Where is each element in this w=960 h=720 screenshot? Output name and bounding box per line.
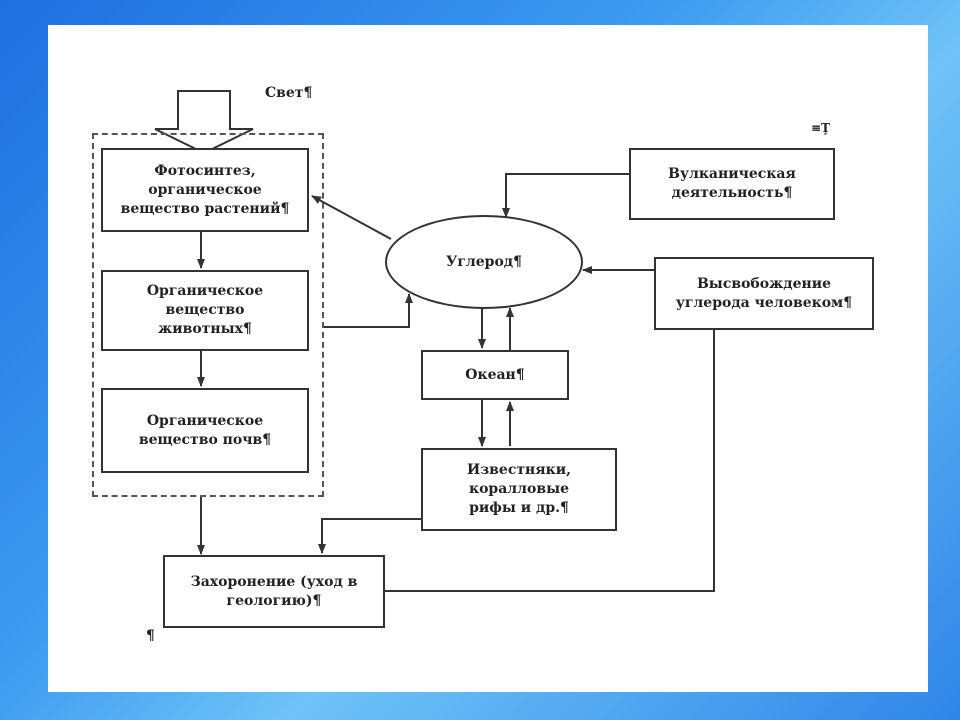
node-human-carbon-release: Высвобождение углерода человеком¶: [654, 257, 874, 330]
node-soil-organic-matter: Органическое вещество почв¶: [101, 388, 309, 473]
node-carbon: Углерод¶: [385, 215, 583, 309]
node-volcanic-activity: Вулканическая деятельность¶: [629, 148, 835, 220]
slide: Свет¶ ≡Ţ ¶ Фотосинтез, органическое веще…: [48, 25, 928, 692]
node-human-carbon-release-label: Высвобождение углерода человеком¶: [675, 275, 853, 311]
node-ocean-label: Океан¶: [465, 366, 525, 383]
node-animal-organic-matter-label: Органическое вещество животных¶: [146, 283, 264, 337]
node-soil-organic-matter-label: Органическое вещество почв¶: [138, 412, 272, 448]
arrow-limestone-to-burial: [318, 518, 421, 554]
node-carbon-label: Углерод¶: [445, 254, 523, 270]
arrow-volcanic-to-carbon: [502, 173, 629, 218]
line-human-to-burial: [385, 330, 715, 592]
node-volcanic-activity-label: Вулканическая деятельность¶: [668, 166, 796, 201]
node-burial-geology-label: Захоронение (уход в геологию)¶: [190, 573, 358, 609]
connector-layer: [154, 90, 715, 592]
arrow-carbon-to-photo: [311, 195, 392, 240]
corner-mark: ≡Ţ: [811, 121, 830, 135]
autotroph-group-dashed-border: [92, 133, 324, 497]
arrow-group-to-carbon: [324, 293, 413, 328]
node-limestone-reefs: Известняки, коралловые рифы и др.¶: [421, 448, 617, 531]
node-animal-organic-matter: Органическое вещество животных¶: [101, 270, 309, 351]
node-photosynthesis-label: Фотосинтез, органическое вещество растен…: [120, 162, 290, 217]
light-label: Свет¶: [265, 85, 313, 101]
light-arrow: [154, 90, 254, 155]
node-ocean: Океан¶: [421, 350, 569, 400]
stray-paragraph-mark: ¶: [146, 628, 155, 644]
node-burial-geology: Захоронение (уход в геологию)¶: [163, 555, 385, 628]
node-limestone-reefs-label: Известняки, коралловые рифы и др.¶: [467, 462, 571, 516]
node-photosynthesis: Фотосинтез, органическое вещество растен…: [101, 148, 309, 232]
